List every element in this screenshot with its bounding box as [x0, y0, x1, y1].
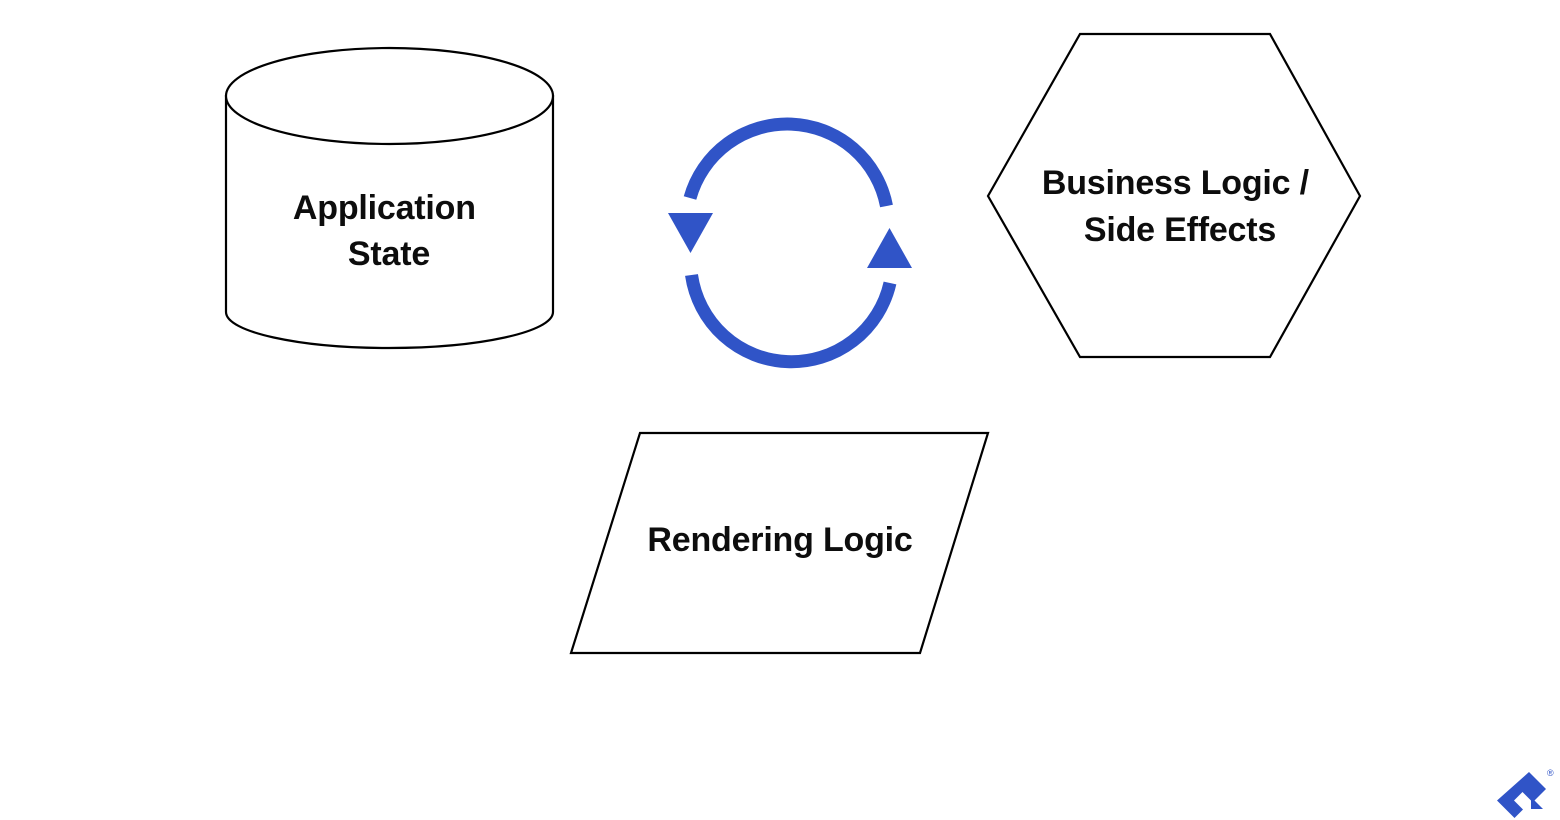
brand-logo-icon	[1497, 772, 1546, 818]
cycle-arrowhead-down-icon	[668, 213, 713, 253]
node-application-state[interactable]: Application State	[224, 46, 555, 350]
label-line-2: Side Effects	[1084, 211, 1276, 249]
label-line-1: Business Logic /	[1042, 164, 1310, 202]
label-line-1: Rendering Logic	[647, 521, 912, 559]
cycle-arc-bottom	[685, 274, 897, 369]
cylinder-top-ellipse	[224, 46, 555, 146]
cycle-arrowhead-up-icon	[867, 228, 912, 268]
registered-trademark-icon: ®	[1547, 768, 1554, 778]
node-label-application-state: Application State	[293, 189, 485, 273]
node-rendering-logic[interactable]: Rendering Logic	[569, 431, 990, 655]
node-label-business-logic: Business Logic / Side Effects	[1042, 164, 1318, 249]
node-business-logic[interactable]: Business Logic / Side Effects	[986, 32, 1362, 359]
hexagon-outline	[986, 32, 1362, 359]
parallelogram-outline	[569, 431, 990, 655]
label-line-2: State	[348, 235, 430, 273]
cylinder-body	[224, 94, 555, 350]
label-line-1: Application	[293, 189, 476, 227]
node-label-rendering-logic: Rendering Logic	[647, 521, 912, 559]
cycle-arrow-connector[interactable]	[668, 117, 912, 369]
logo-glyph	[1497, 772, 1546, 818]
cycle-arc-top	[683, 117, 893, 208]
brand-watermark: ®	[1497, 768, 1554, 818]
